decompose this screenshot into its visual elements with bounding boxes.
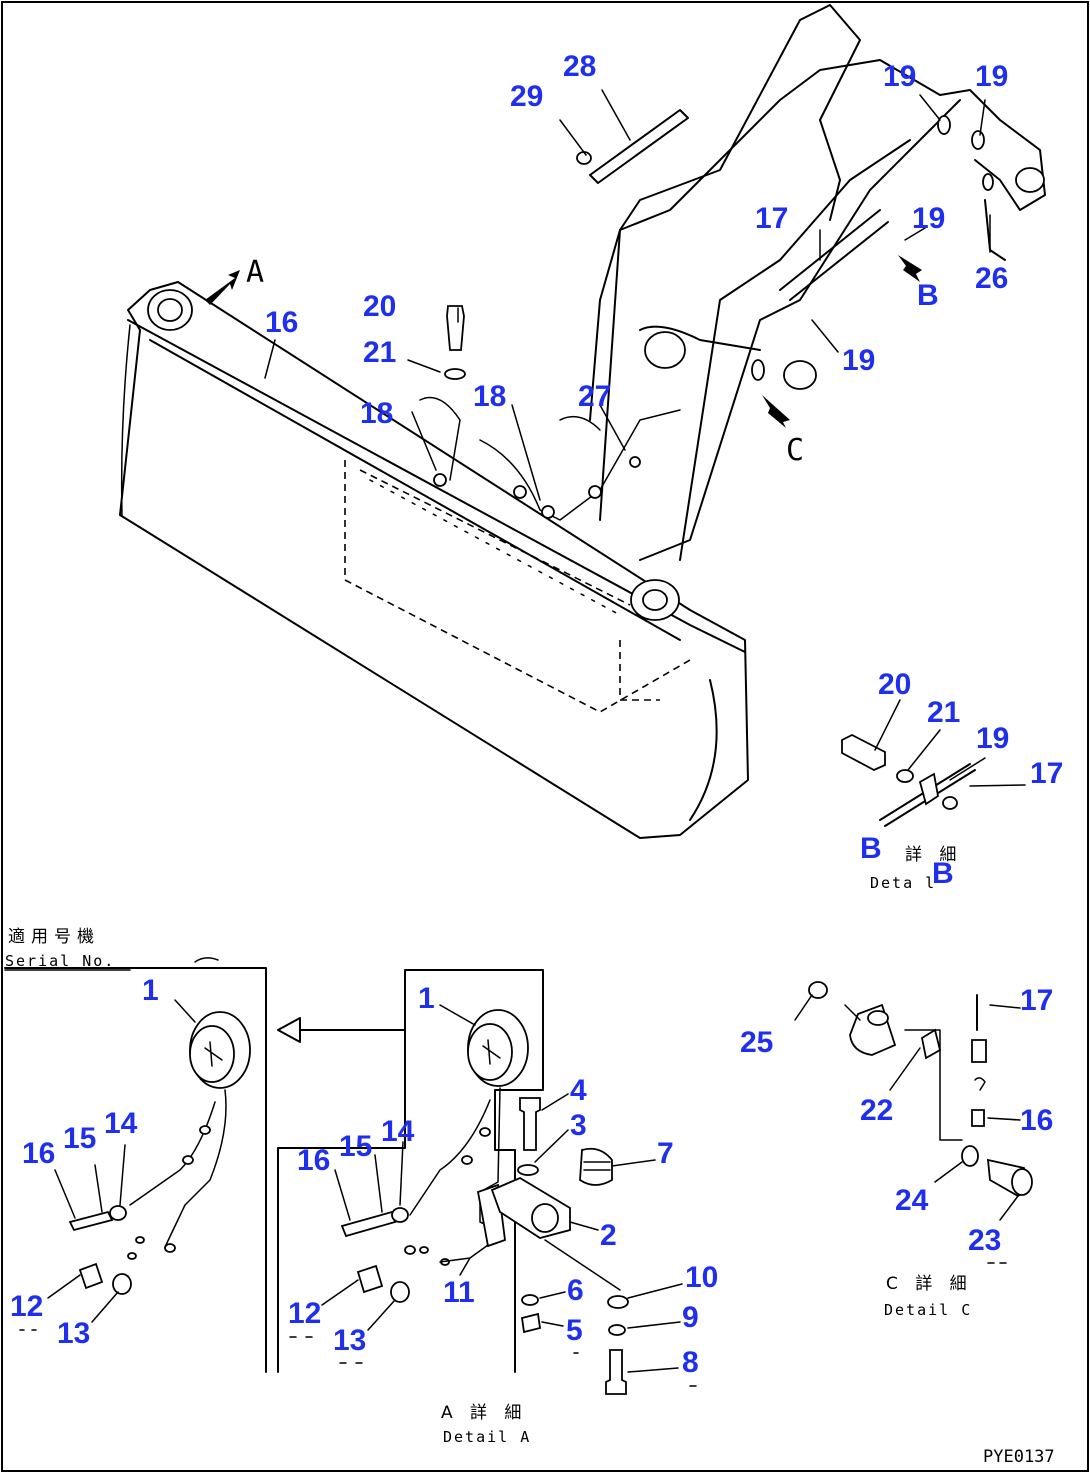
serial-label-en: Serial No. [5,952,115,970]
callout-main-20: 20 [363,290,396,323]
view-c-arrow [762,395,790,428]
callout-main-17: 17 [755,202,788,235]
callout-a-12: 12 [288,1297,321,1330]
callout-main-26: 26 [975,262,1008,295]
callout-main-19b: 19 [975,60,1008,93]
view-b-arrow [898,255,922,282]
detail-c-title-jp: C 詳 細 [886,1274,973,1294]
callout-main-19c: 19 [912,202,945,235]
callout-main-18b: 18 [473,380,506,413]
callout-a-16: 16 [297,1144,330,1177]
callout-serial-16: 16 [22,1137,55,1170]
detail-a-title-jp: A 詳 細 [441,1403,527,1423]
callout-a-6: 6 [567,1274,584,1307]
callout-a-4: 4 [570,1074,587,1107]
detail-c-drawing: 17 25 22 16 24 23 C 詳 細 Detail C [740,981,1053,1319]
view-a-label: A [246,255,264,290]
callout-main-19d: 19 [842,344,875,377]
callout-c-23: 23 [968,1224,1001,1257]
callout-a-9: 9 [682,1301,699,1334]
callout-serial-13: 13 [57,1317,90,1350]
detail-b-suffix: B [932,857,954,890]
callout-b-20: 20 [878,668,911,701]
callout-c-22: 22 [860,1094,893,1127]
serial-box-drawing: 適用号機 Serial No. 1 16 15 14 [4,927,406,1373]
callout-main-16: 16 [265,306,298,339]
callout-serial-15: 15 [63,1122,96,1155]
callout-b-17: 17 [1030,757,1063,790]
callout-a-7: 7 [657,1137,674,1170]
detail-b-title-en: Deta l [870,874,936,892]
callout-main-21: 21 [363,336,396,369]
callout-a-13: 13 [333,1324,366,1357]
callout-c-24: 24 [895,1184,929,1217]
callout-a-14: 14 [381,1115,415,1148]
callout-b-19: 19 [976,722,1009,755]
detail-b-title-jp: 詳 細 [905,845,962,865]
main-callouts: 29 28 19 19 17 19 26 16 20 21 18 18 27 1… [246,50,1008,468]
callout-a-15: 15 [339,1130,372,1163]
callout-main-29: 29 [510,80,543,113]
callout-main-28: 28 [563,50,596,83]
callout-a-8: 8 [682,1346,699,1379]
detail-b-drawing: 20 21 19 17 B 詳 細 Deta l B [841,668,1063,892]
callout-b-21: 21 [927,696,960,729]
detail-a-title-en: Detail A [443,1428,531,1446]
callout-a-1: 1 [418,982,435,1015]
view-b-label: B [917,279,939,312]
serial-label-jp: 適用号機 [8,927,100,947]
callout-main-19a: 19 [883,60,916,93]
callout-a-3: 3 [570,1109,587,1142]
callout-a-11: 11 [443,1276,475,1309]
callout-main-18a: 18 [360,397,393,430]
callout-serial-1: 1 [142,974,159,1007]
view-a-arrow [205,270,240,305]
callout-serial-14: 14 [104,1107,138,1140]
callout-c-17: 17 [1020,984,1053,1017]
callout-a-10: 10 [685,1261,718,1294]
callout-a-2: 2 [600,1219,617,1252]
detail-a-drawing: 1 4 3 7 16 15 14 2 11 10 6 9 12 5 13 8 A… [277,969,718,1446]
drawing-number: PYE0137 [983,1447,1055,1467]
view-c-label: C [786,433,804,468]
callout-main-27: 27 [578,380,611,413]
callout-c-25: 25 [740,1026,773,1059]
main-assembly-drawing [119,4,1046,839]
callout-a-5: 5 [566,1314,583,1347]
callout-c-16: 16 [1020,1104,1053,1137]
callout-serial-12: 12 [10,1290,43,1323]
detail-c-title-en: Detail C [884,1301,972,1319]
detail-b-prefix: B [860,832,882,865]
